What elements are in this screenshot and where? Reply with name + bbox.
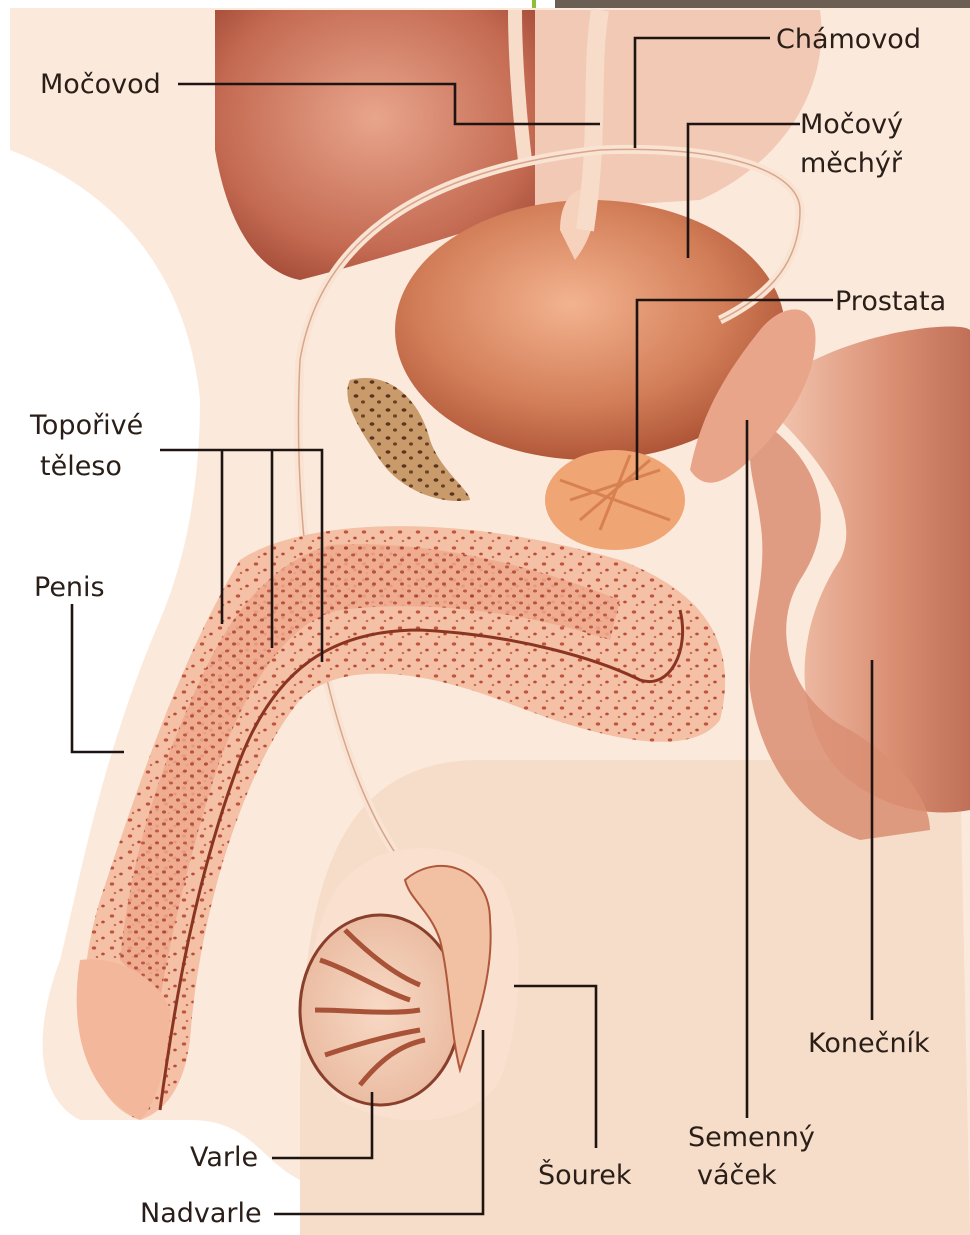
top-bar: [555, 0, 970, 8]
label-varle: Varle: [190, 1142, 258, 1173]
label-mocovy-mechyr-1: Močový: [800, 109, 903, 140]
ureter-2: [585, 10, 600, 230]
label-penis: Penis: [34, 572, 105, 603]
label-sourek: Šourek: [538, 1159, 632, 1191]
label-toporive-teleso-1: Topořivé: [29, 410, 143, 441]
label-semenny-vacek-2: váček: [697, 1160, 777, 1191]
label-semenny-vacek-1: Semenný: [688, 1122, 815, 1153]
label-toporive-teleso-2: těleso: [40, 451, 122, 482]
label-mocovod: Močovod: [40, 69, 161, 100]
label-konecnik: Konečník: [808, 1028, 930, 1059]
label-prostata: Prostata: [835, 286, 946, 317]
label-nadvarle: Nadvarle: [140, 1198, 262, 1229]
label-chamovod: Chámovod: [776, 24, 921, 55]
label-mocovy-mechyr-2: měchýř: [800, 148, 903, 179]
